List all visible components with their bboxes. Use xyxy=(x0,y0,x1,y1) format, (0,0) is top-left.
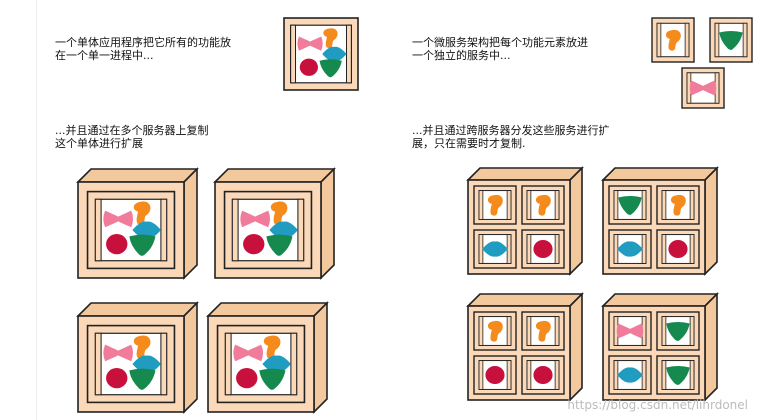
monolith-server-3 xyxy=(76,301,199,414)
watermark-text: https://blog.csdn.net/lihrdonel xyxy=(567,398,748,412)
monolith-server-2 xyxy=(213,167,336,280)
micro-server-4 xyxy=(601,292,719,402)
orange-blob-icon xyxy=(535,194,551,216)
cyan-diamond-icon xyxy=(269,221,298,239)
micro-server-2-side xyxy=(704,166,718,276)
pink-bowtie-icon xyxy=(103,210,134,228)
red-circle-icon xyxy=(299,58,318,76)
cyan-diamond-icon xyxy=(482,241,508,257)
orange-blob-icon xyxy=(270,201,288,225)
micro-server-4-top xyxy=(601,293,719,307)
cyan-diamond-icon xyxy=(617,241,643,257)
micro-server-2-top xyxy=(601,167,719,181)
orange-blob-icon xyxy=(665,29,681,51)
right-bottom-caption-line2: 展，只在需要时才复制. xyxy=(412,137,526,150)
monolith-server-2-top xyxy=(213,168,336,183)
microservices-group xyxy=(651,17,753,109)
micro-server-3-side xyxy=(569,292,583,402)
monolith-app xyxy=(283,17,359,91)
right-top-caption-line1: 一个微服务架构把每个功能元素放进 xyxy=(412,36,588,49)
pink-bowtie-icon xyxy=(297,36,323,51)
green-triangle-icon xyxy=(259,368,286,390)
red-circle-icon xyxy=(243,234,265,255)
green-triangle-icon xyxy=(129,368,156,390)
pink-bowtie-icon xyxy=(616,323,644,339)
micro-server-1 xyxy=(466,166,584,276)
monolith-server-1 xyxy=(76,167,199,280)
micro-server-1-side xyxy=(569,166,583,276)
cyan-diamond-icon xyxy=(262,355,291,373)
monolith-server-3-top xyxy=(76,302,199,317)
red-circle-icon xyxy=(668,239,688,259)
left-top-caption-line1: 一个单体应用程序把它所有的功能放 xyxy=(55,36,231,49)
orange-blob-icon xyxy=(487,194,503,216)
green-triangle-icon xyxy=(319,59,342,78)
left-top-caption-line2: 在一个单一进程中... xyxy=(55,49,154,62)
green-triangle-icon xyxy=(129,234,156,256)
monolith-server-3-side xyxy=(183,301,198,414)
orange-blob-icon xyxy=(323,28,338,48)
monolith-server-1-side xyxy=(183,167,198,280)
micro-server-2 xyxy=(601,166,719,276)
monolith-server-4 xyxy=(206,301,329,414)
orange-blob-icon xyxy=(263,335,281,359)
red-circle-icon xyxy=(106,368,128,389)
right-bottom-caption-line1: ...并且通过跨服务器分发这些服务进行扩 xyxy=(412,124,610,137)
pink-bowtie-icon xyxy=(103,344,134,362)
pink-bowtie-icon xyxy=(240,210,271,228)
right-top-caption-line2: 一个独立的服务中... xyxy=(412,49,511,62)
orange-blob-icon xyxy=(535,320,551,342)
monolith-server-4-top xyxy=(206,302,329,317)
cyan-diamond-icon xyxy=(617,367,643,383)
green-triangle-icon xyxy=(666,321,690,341)
red-circle-icon xyxy=(533,365,553,385)
green-triangle-icon xyxy=(666,365,690,385)
left-bottom-caption-line2: 这个单体进行扩展 xyxy=(55,137,143,150)
micro-server-1-top xyxy=(466,167,584,181)
monolith-server-4-side xyxy=(313,301,328,414)
pink-bowtie-icon xyxy=(689,80,717,96)
micro-server-3 xyxy=(466,292,584,402)
orange-blob-icon xyxy=(133,201,151,225)
micro-server-4-side xyxy=(704,292,718,402)
red-circle-icon xyxy=(236,368,258,389)
monolith-server-1-top xyxy=(76,168,199,183)
orange-blob-icon xyxy=(133,335,151,359)
red-circle-icon xyxy=(485,365,505,385)
green-triangle-icon xyxy=(719,30,743,50)
cyan-diamond-icon xyxy=(132,355,161,373)
micro-server-3-top xyxy=(466,293,584,307)
cyan-diamond-icon xyxy=(322,46,347,62)
green-triangle-icon xyxy=(266,234,293,256)
red-circle-icon xyxy=(106,234,128,255)
cyan-diamond-icon xyxy=(132,221,161,239)
pink-bowtie-icon xyxy=(233,344,264,362)
red-circle-icon xyxy=(533,239,553,259)
left-bottom-caption-line1: ...并且通过在多个服务器上复制 xyxy=(55,124,209,137)
orange-blob-icon xyxy=(487,320,503,342)
monolith-server-2-side xyxy=(320,167,335,280)
green-triangle-icon xyxy=(618,195,642,215)
orange-blob-icon xyxy=(670,194,686,216)
